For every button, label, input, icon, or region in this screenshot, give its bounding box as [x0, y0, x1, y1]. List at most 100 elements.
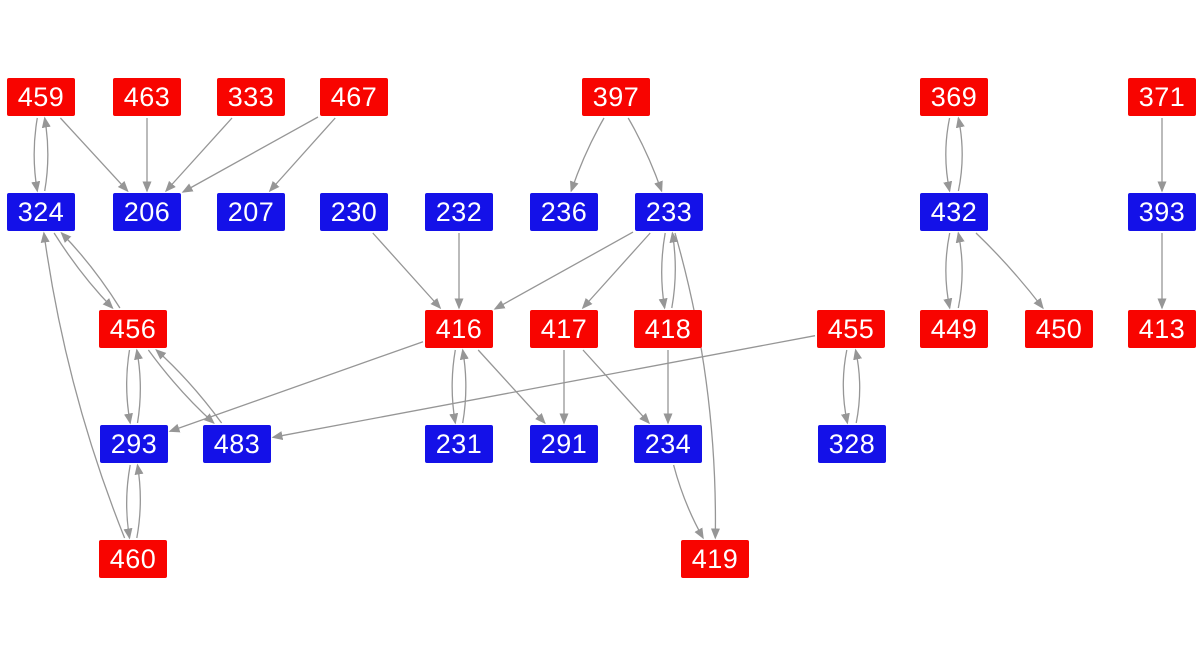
node-232[interactable]: 232: [425, 193, 493, 231]
node-333[interactable]: 333: [217, 78, 285, 116]
node-233[interactable]: 233: [635, 193, 703, 231]
node-label: 293: [110, 428, 158, 459]
node-label: 328: [828, 428, 876, 459]
edge-231-416: [459, 348, 469, 424]
node-207[interactable]: 207: [217, 193, 285, 231]
edge-233-417: [581, 232, 651, 310]
node-label: 206: [123, 196, 171, 227]
node-459[interactable]: 459: [7, 78, 75, 116]
edge-460-324: [40, 231, 126, 539]
node-413[interactable]: 413: [1128, 310, 1196, 348]
node-label: 393: [1138, 196, 1186, 227]
node-label: 416: [435, 313, 483, 344]
node-230[interactable]: 230: [320, 193, 388, 231]
node-324[interactable]: 324: [7, 193, 75, 231]
edge-483-456: [155, 348, 223, 424]
node-432[interactable]: 432: [920, 193, 988, 231]
node-206[interactable]: 206: [113, 193, 181, 231]
node-label: 236: [540, 196, 588, 227]
edge-455-483: [271, 335, 816, 440]
edge-418-233: [669, 231, 679, 309]
edge-328-455: [853, 348, 863, 424]
edge-333-206: [164, 117, 233, 193]
node-label: 417: [540, 313, 588, 344]
node-label: 459: [17, 81, 65, 112]
edge-459-324: [31, 117, 41, 193]
node-460[interactable]: 460: [99, 540, 167, 578]
node-label: 467: [330, 81, 378, 112]
edge-432-450: [975, 232, 1044, 310]
node-291[interactable]: 291: [530, 425, 598, 463]
node-label: 233: [645, 196, 693, 227]
node-371[interactable]: 371: [1128, 78, 1196, 116]
node-393[interactable]: 393: [1128, 193, 1196, 231]
edge-432-449: [943, 232, 953, 310]
edge-397-236: [570, 117, 605, 193]
node-label: 432: [930, 196, 978, 227]
edge-233-416: [493, 231, 634, 310]
node-label: 234: [644, 428, 692, 459]
node-label: 324: [17, 196, 65, 227]
edge-234-419: [672, 464, 704, 540]
edge-449-432: [955, 231, 965, 309]
edge-456-324: [60, 231, 121, 309]
node-328[interactable]: 328: [818, 425, 886, 463]
node-label: 207: [227, 196, 275, 227]
edge-456-293: [124, 349, 133, 425]
edge-459-206: [59, 117, 129, 193]
node-label: 413: [1138, 313, 1186, 344]
node-label: 456: [109, 313, 157, 344]
edge-417-234: [582, 349, 651, 425]
edge-233-419: [674, 232, 720, 540]
node-483[interactable]: 483: [203, 425, 271, 463]
edge-467-207: [268, 117, 336, 193]
node-236[interactable]: 236: [530, 193, 598, 231]
node-label: 455: [827, 313, 875, 344]
edge-416-291: [477, 349, 546, 425]
node-397[interactable]: 397: [582, 78, 650, 116]
edge-460-293: [134, 463, 144, 539]
node-label: 483: [213, 428, 261, 459]
node-label: 230: [330, 196, 378, 227]
node-label: 232: [435, 196, 483, 227]
edge-233-418: [658, 232, 668, 310]
node-231[interactable]: 231: [425, 425, 493, 463]
edge-416-293: [168, 341, 424, 433]
edge-432-369: [955, 116, 965, 192]
edge-456-483: [147, 349, 215, 425]
node-293[interactable]: 293: [100, 425, 168, 463]
edge-369-432: [943, 117, 953, 193]
edge-467-206: [181, 116, 319, 193]
node-467[interactable]: 467: [320, 78, 388, 116]
edge-230-416: [372, 232, 442, 310]
node-463[interactable]: 463: [113, 78, 181, 116]
node-label: 450: [1035, 313, 1083, 344]
node-416[interactable]: 416: [425, 310, 493, 348]
edge-397-233: [627, 117, 663, 193]
edge-293-456: [134, 348, 143, 424]
node-418[interactable]: 418: [634, 310, 702, 348]
node-455[interactable]: 455: [817, 310, 885, 348]
node-label: 460: [109, 543, 157, 574]
edge-324-456: [53, 232, 114, 310]
node-label: 371: [1138, 81, 1186, 112]
node-label: 231: [435, 428, 483, 459]
edge-324-459: [41, 116, 51, 192]
node-label: 418: [644, 313, 692, 344]
node-label: 463: [123, 81, 171, 112]
node-369[interactable]: 369: [920, 78, 988, 116]
node-419[interactable]: 419: [681, 540, 749, 578]
node-417[interactable]: 417: [530, 310, 598, 348]
node-234[interactable]: 234: [634, 425, 702, 463]
edge-293-460: [123, 464, 133, 540]
edge-455-328: [840, 349, 850, 425]
node-label: 397: [592, 81, 640, 112]
node-450[interactable]: 450: [1025, 310, 1093, 348]
edge-416-231: [449, 349, 459, 425]
node-label: 419: [691, 543, 739, 574]
node-449[interactable]: 449: [920, 310, 988, 348]
node-456[interactable]: 456: [99, 310, 167, 348]
node-label: 291: [540, 428, 588, 459]
